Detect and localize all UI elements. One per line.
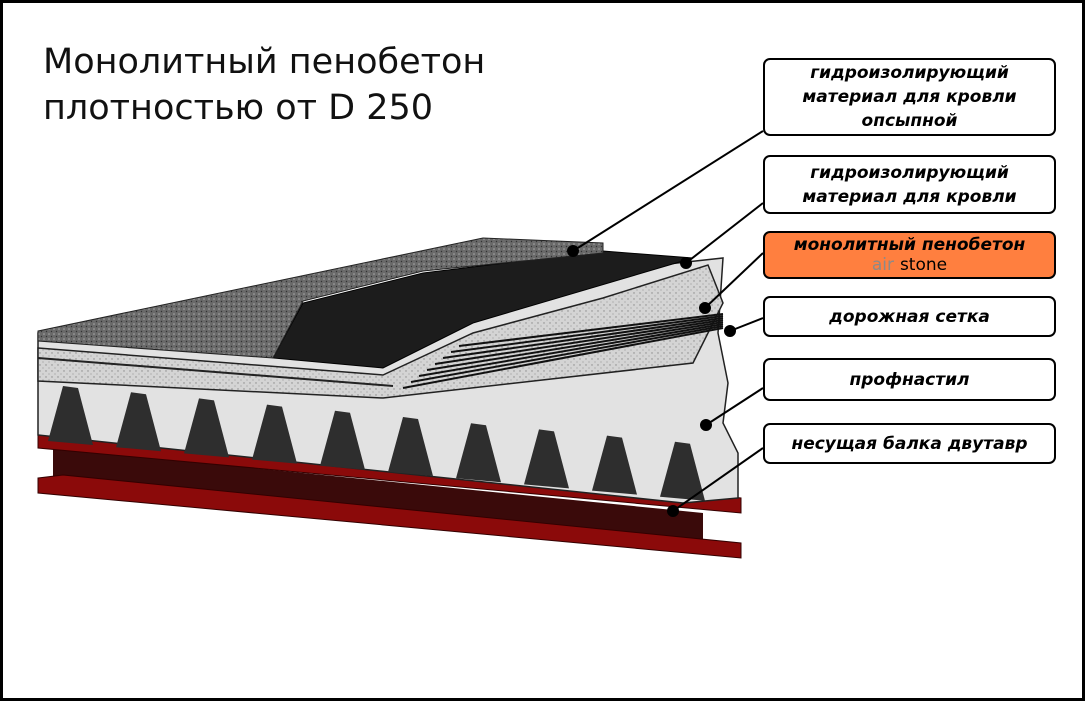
mesh-wire — [458, 313, 724, 347]
label-line: гидроизолирующий — [810, 162, 1009, 183]
mesh-wire — [426, 321, 724, 371]
mesh-wire — [434, 319, 724, 365]
label-line: дорожная сетка — [829, 306, 990, 327]
mesh-wire — [418, 323, 724, 377]
label-line: опсыпной — [861, 111, 958, 131]
deck-rib — [388, 417, 433, 476]
label-line: монолитный пенобетон — [793, 235, 1026, 255]
mesh-wire — [410, 325, 724, 383]
diagram-title: Монолитный пенобетон плотностью от D 250 — [43, 39, 485, 131]
label-i-beam: несущая балка двутавр — [763, 423, 1056, 464]
roofing-layers — [37, 237, 694, 369]
mesh-wire — [450, 315, 724, 353]
brand-stone: stone — [899, 255, 948, 275]
deck-rib — [660, 441, 705, 501]
mesh-wire — [442, 317, 724, 359]
label-line: несущая балка двутавр — [791, 433, 1028, 454]
title-line-1: Монолитный пенобетон — [43, 42, 486, 82]
label-coated-roofing: гидроизолирующий материал для кровли опс… — [763, 58, 1056, 136]
foam-concrete-layer — [37, 264, 724, 399]
label-profiled-sheet: профнастил — [763, 358, 1056, 401]
deck-rib — [320, 410, 365, 470]
deck-rib — [116, 392, 161, 452]
label-roofing-membrane: гидроизолирующий материал для кровли — [763, 155, 1056, 214]
deck-rib — [48, 386, 93, 445]
leader-lines — [567, 130, 764, 517]
label-line: материал для кровли — [802, 87, 1017, 107]
roof-cross-section — [37, 130, 764, 559]
deck-rib — [456, 423, 501, 483]
deck-rib — [184, 398, 229, 458]
title-line-2: плотностью от D 250 — [43, 88, 434, 128]
label-road-mesh: дорожная сетка — [763, 296, 1056, 337]
brand-logo: air stone — [765, 255, 1054, 275]
label-foam-concrete: монолитный пенобетон air stone — [763, 231, 1056, 279]
deck-rib — [592, 435, 637, 495]
mesh-wire — [402, 327, 724, 389]
deck-rib — [252, 404, 297, 464]
deck-rib — [524, 429, 569, 489]
label-line: профнастил — [849, 369, 970, 390]
brand-air: air — [871, 255, 895, 275]
label-line: материал для кровли — [802, 186, 1017, 207]
label-line: гидроизолирующий — [810, 63, 1009, 83]
